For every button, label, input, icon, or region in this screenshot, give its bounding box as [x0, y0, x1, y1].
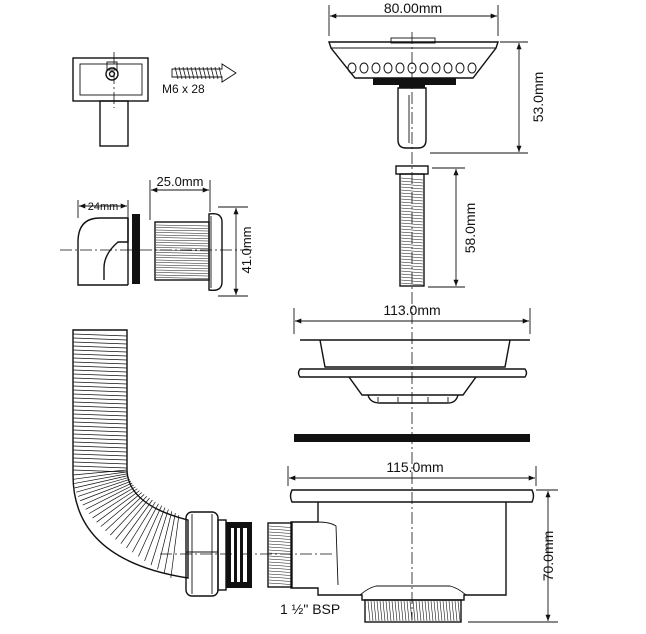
overflow-outlet-width-label: 24mm	[88, 201, 119, 213]
overflow-threaded-connector	[154, 212, 223, 292]
overflow-thread-length-label: 25.0mm	[157, 174, 204, 189]
sink-flange	[297, 339, 530, 404]
rubber-gasket	[294, 434, 530, 442]
flange-width-label: 113.0mm	[383, 302, 440, 318]
body-width-label: 115.0mm	[386, 459, 443, 475]
flexible-overflow-hose	[72, 329, 189, 579]
connecting-bolt	[395, 165, 429, 287]
screw-spec-label: M6 x 28	[162, 82, 205, 96]
overflow-diameter-label: 41.0mm	[239, 227, 254, 274]
overflow-head	[77, 214, 140, 286]
overflow-bracket	[72, 52, 149, 147]
strainer-height-label: 53.0mm	[530, 72, 546, 123]
strainer-basket	[328, 37, 499, 149]
hose-coupling-nut	[185, 511, 293, 597]
screw-icon	[171, 63, 237, 83]
waste-body	[289, 489, 535, 623]
thread-spec-label: 1 ½" BSP	[280, 601, 340, 617]
bolt-length-label: 58.0mm	[462, 203, 478, 254]
body-height-label: 70.0mm	[540, 531, 556, 582]
strainer-width-label: 80.00mm	[384, 0, 442, 16]
